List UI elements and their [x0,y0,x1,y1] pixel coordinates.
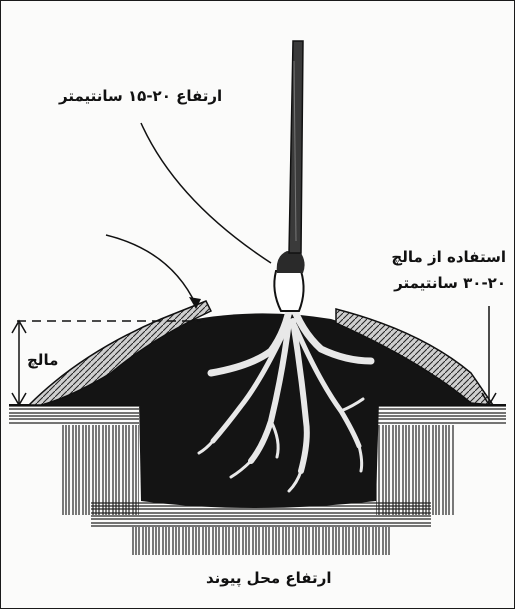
label-mulch: مالچ [27,351,58,369]
label-height-15-20cm: ارتفاع ۲۰-۱۵ سانتیمتر [59,87,222,105]
pointer-graft-height [141,123,271,263]
mulch-depth-marker [482,306,496,405]
pointer-mulch-edge [106,235,196,305]
label-mulch-usage-line2: ۳۰-۲۰ سانتیمتر [391,270,506,296]
tree-trunk [274,41,304,311]
label-mulch-usage: استفاده از مالچ ۳۰-۲۰ سانتیمتر [391,244,506,296]
label-graft-union-height: ارتفاع محل پیوند [206,569,331,587]
label-mulch-usage-line1: استفاده از مالچ [391,244,506,270]
